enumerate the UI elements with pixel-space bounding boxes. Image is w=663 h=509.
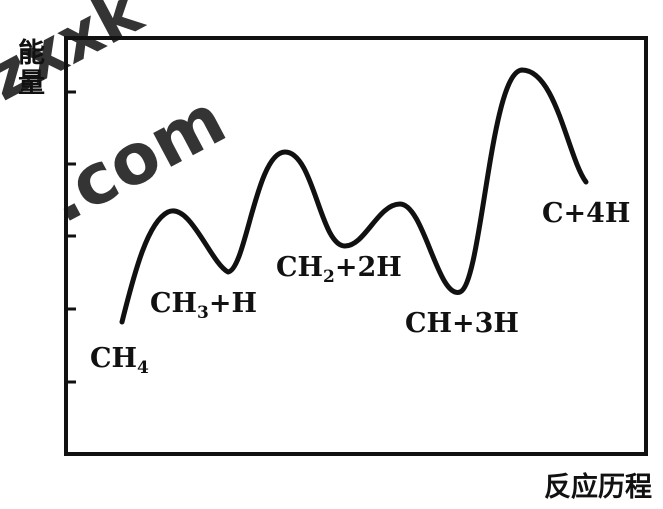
label-ch2-tail: +2H [335,252,402,283]
label-ch3-sub: 3 [197,303,209,323]
label-ch: CH+3H [405,308,519,339]
label-c: C+4H [542,198,630,229]
label-ch4: CH4 [90,343,149,378]
plot-frame [64,36,648,456]
label-ch2: CH2+2H [276,252,402,287]
energy-curve [119,67,589,325]
species-labels: CH4 CH3+H CH2+2H CH+3H C+4H [90,198,630,378]
y-axis-label-char-2: 量 [18,68,45,99]
y-axis-label-char-1: 能 [18,37,45,69]
y-axis-label: 能 量 [18,37,45,99]
y-axis-ticks [66,90,76,384]
label-ch4-sub: 4 [137,358,149,378]
label-ch2-sub: 2 [323,267,335,287]
x-axis-label: 反应历程 [544,471,652,503]
watermark-line2: .com [33,78,238,239]
label-ch3-tail: +H [209,288,257,319]
label-ch2-main: CH [276,252,323,283]
watermark: zxxk .com [0,0,238,239]
label-ch3-main: CH [150,288,197,319]
label-ch3: CH3+H [150,288,257,323]
label-ch4-main: CH [90,343,137,374]
